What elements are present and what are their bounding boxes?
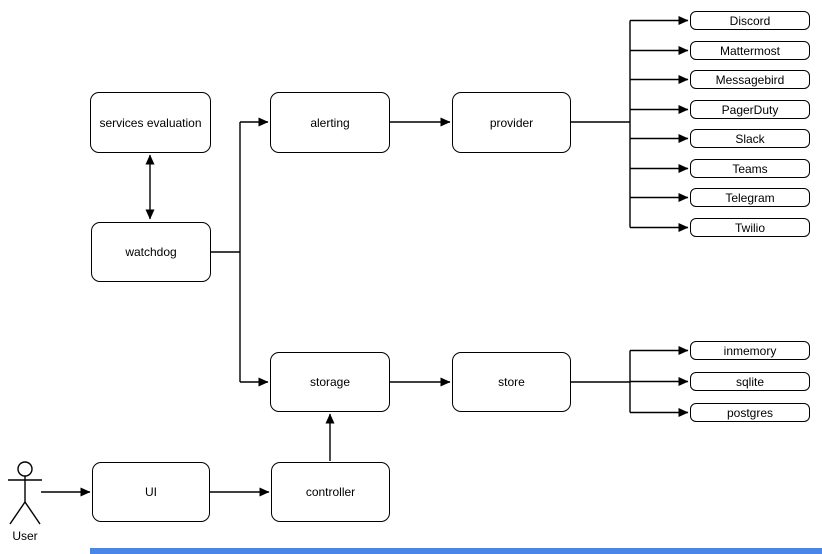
node-label: Twilio — [734, 220, 765, 235]
node-services-evaluation[interactable]: services evaluation — [90, 92, 211, 153]
node-alerting[interactable]: alerting — [270, 92, 390, 153]
node-label: Mattermost — [719, 43, 780, 58]
node-label: sqlite — [735, 374, 764, 389]
node-provider[interactable]: provider — [452, 92, 571, 153]
node-provider-slack[interactable]: Slack — [690, 129, 810, 148]
node-label: Telegram — [725, 190, 775, 205]
node-label: provider — [489, 115, 534, 130]
node-label: store — [498, 375, 525, 389]
node-provider-discord[interactable]: Discord — [690, 11, 810, 30]
node-label: services evaluation — [99, 115, 202, 130]
node-label: postgres — [726, 405, 774, 420]
node-label: alerting — [310, 115, 350, 130]
node-label: Teams — [732, 161, 768, 176]
node-label: UI — [145, 485, 157, 499]
node-provider-mattermost[interactable]: Mattermost — [690, 41, 810, 60]
node-label: Messagebird — [715, 72, 785, 87]
node-label: Discord — [729, 13, 771, 28]
node-label: Slack — [735, 131, 765, 146]
user-actor-figure[interactable] — [8, 461, 42, 525]
node-provider-pagerduty[interactable]: PagerDuty — [690, 100, 810, 119]
node-watchdog[interactable]: watchdog — [91, 222, 211, 282]
node-store-inmemory[interactable]: inmemory — [690, 341, 810, 360]
node-ui[interactable]: UI — [92, 462, 210, 522]
node-store-sqlite[interactable]: sqlite — [690, 372, 810, 391]
node-provider-teams[interactable]: Teams — [690, 159, 810, 178]
node-storage[interactable]: storage — [270, 352, 390, 412]
node-label: inmemory — [723, 343, 777, 358]
node-controller[interactable]: controller — [271, 462, 390, 522]
node-provider-telegram[interactable]: Telegram — [690, 188, 810, 207]
node-store[interactable]: store — [452, 352, 571, 412]
node-label: controller — [305, 485, 356, 499]
node-label: PagerDuty — [721, 102, 779, 117]
node-provider-messagebird[interactable]: Messagebird — [690, 70, 810, 89]
user-actor-label: User — [12, 529, 38, 543]
node-label: watchdog — [125, 245, 177, 259]
node-provider-twilio[interactable]: Twilio — [690, 218, 810, 237]
horizontal-scrollbar-thumb[interactable] — [90, 548, 822, 554]
node-store-postgres[interactable]: postgres — [690, 403, 810, 422]
node-label: storage — [309, 375, 351, 389]
